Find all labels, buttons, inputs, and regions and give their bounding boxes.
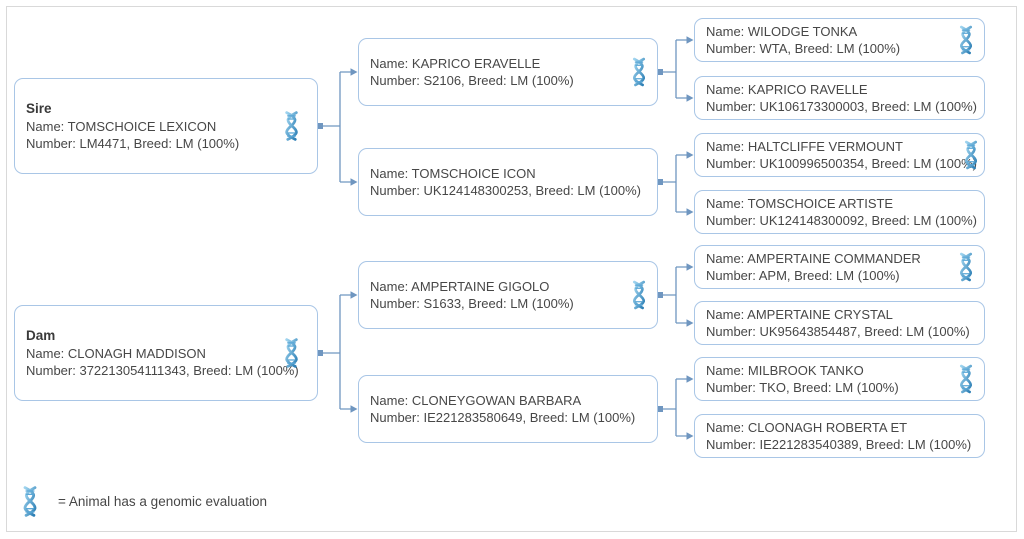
pedigree-node-wilodge-tonka[interactable]: Name: WILODGE TONKA Number: WTA, Breed: …	[694, 18, 985, 62]
dna-icon	[628, 281, 650, 310]
node-number-line: Number: IE221283540389, Breed: LM (100%)	[706, 437, 972, 452]
node-name-line: Name: CLONEYGOWAN BARBARA	[370, 393, 582, 408]
node-number-line: Number: IE221283580649, Breed: LM (100%)	[370, 410, 636, 425]
pedigree-node-cloonagh-roberta[interactable]: Name: CLOONAGH ROBERTA ET Number: IE2212…	[694, 414, 985, 458]
dna-icon	[955, 365, 977, 394]
node-number-line: Number: UK106173300003, Breed: LM (100%)	[706, 99, 977, 114]
dna-icon	[960, 141, 982, 170]
node-name-line: Name: MILBROOK TANKO	[706, 363, 864, 378]
node-name-line: Name: CLONAGH MADDISON	[26, 346, 206, 361]
node-number-line: Number: S2106, Breed: LM (100%)	[370, 73, 574, 88]
pedigree-node-kaprico-eravelle[interactable]: Name: KAPRICO ERAVELLE Number: S2106, Br…	[358, 38, 658, 106]
dna-icon	[955, 26, 977, 55]
legend-text: = Animal has a genomic evaluation	[58, 494, 268, 509]
node-number-line: Number: TKO, Breed: LM (100%)	[706, 380, 899, 395]
pedigree-node-ampertaine-gigolo[interactable]: Name: AMPERTAINE GIGOLO Number: S1633, B…	[358, 261, 658, 329]
node-number-line: Number: WTA, Breed: LM (100%)	[706, 41, 901, 56]
dna-icon	[955, 253, 977, 282]
pedigree-node-ampertaine-commander[interactable]: Name: AMPERTAINE COMMANDER Number: APM, …	[694, 245, 985, 289]
node-name-line: Name: AMPERTAINE COMMANDER	[706, 251, 921, 266]
dna-icon	[280, 111, 303, 141]
dna-icon	[280, 338, 303, 368]
pedigree-node-ampertaine-crystal[interactable]: Name: AMPERTAINE CRYSTAL Number: UK95643…	[694, 301, 985, 345]
node-number-line: Number: 372213054111343, Breed: LM (100%…	[26, 363, 299, 378]
pedigree-node-kaprico-ravelle[interactable]: Name: KAPRICO RAVELLE Number: UK10617330…	[694, 76, 985, 120]
node-number-line: Number: APM, Breed: LM (100%)	[706, 268, 900, 283]
node-number-line: Number: S1633, Breed: LM (100%)	[370, 296, 574, 311]
node-name-line: Name: AMPERTAINE CRYSTAL	[706, 307, 893, 322]
pedigree-node-cloneygowan-barbara[interactable]: Name: CLONEYGOWAN BARBARA Number: IE2212…	[358, 375, 658, 443]
node-number-line: Number: UK124148300253, Breed: LM (100%)	[370, 183, 641, 198]
node-role-label: Sire	[26, 101, 52, 116]
pedigree-node-tomschoice-artiste[interactable]: Name: TOMSCHOICE ARTISTE Number: UK12414…	[694, 190, 985, 234]
node-name-line: Name: KAPRICO ERAVELLE	[370, 56, 541, 71]
pedigree-node-sire[interactable]: Sire Name: TOMSCHOICE LEXICON Number: LM…	[14, 78, 318, 174]
node-name-line: Name: TOMSCHOICE LEXICON	[26, 119, 217, 134]
node-number-line: Number: UK124148300092, Breed: LM (100%)	[706, 213, 977, 228]
pedigree-node-dam[interactable]: Dam Name: CLONAGH MADDISON Number: 37221…	[14, 305, 318, 401]
node-name-line: Name: CLOONAGH ROBERTA ET	[706, 420, 908, 435]
node-name-line: Name: TOMSCHOICE ICON	[370, 166, 536, 181]
pedigree-node-haltcliffe-vermount[interactable]: Name: HALTCLIFFE VERMOUNT Number: UK1009…	[694, 133, 985, 177]
node-name-line: Name: HALTCLIFFE VERMOUNT	[706, 139, 903, 154]
node-name-line: Name: WILODGE TONKA	[706, 24, 858, 39]
dna-icon	[628, 58, 650, 87]
node-number-line: Number: LM4471, Breed: LM (100%)	[26, 136, 240, 151]
dna-icon	[18, 486, 42, 517]
pedigree-node-tomschoice-icon[interactable]: Name: TOMSCHOICE ICON Number: UK12414830…	[358, 148, 658, 216]
node-role-label: Dam	[26, 328, 56, 343]
node-number-line: Number: UK100996500354, Breed: LM (100%)	[706, 156, 977, 171]
node-name-line: Name: KAPRICO RAVELLE	[706, 82, 868, 97]
legend: = Animal has a genomic evaluation	[18, 486, 267, 517]
node-name-line: Name: TOMSCHOICE ARTISTE	[706, 196, 894, 211]
pedigree-node-milbrook-tanko[interactable]: Name: MILBROOK TANKO Number: TKO, Breed:…	[694, 357, 985, 401]
node-name-line: Name: AMPERTAINE GIGOLO	[370, 279, 550, 294]
node-number-line: Number: UK95643854487, Breed: LM (100%)	[706, 324, 970, 339]
